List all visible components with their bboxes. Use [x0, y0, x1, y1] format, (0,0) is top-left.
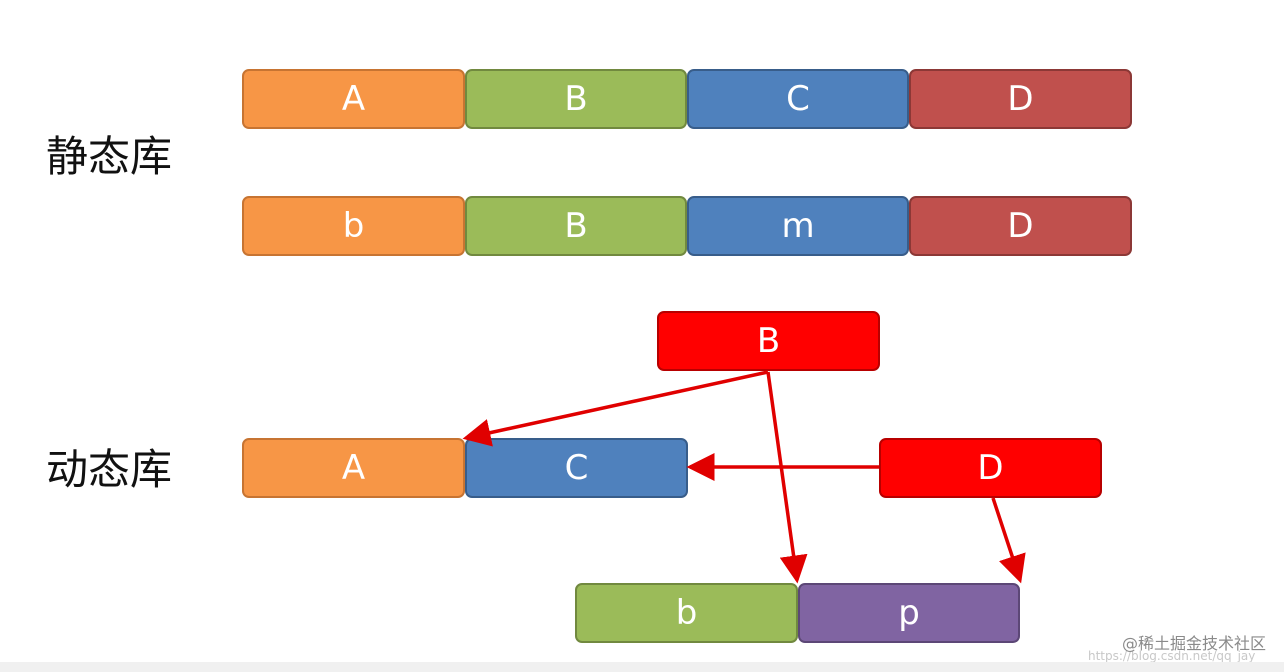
arrow-b-to-a	[462, 370, 769, 447]
dynamic-block-p: p	[798, 583, 1020, 643]
dynamic-block-a: A	[242, 438, 465, 498]
arrow-d-to-p-edge	[991, 497, 1026, 584]
static-row2-block-m: m	[687, 196, 909, 256]
dynamic-block-b-lower: b	[575, 583, 798, 643]
dynamic-library-label: 动态库	[46, 445, 173, 494]
static-library-label: 静态库	[46, 132, 173, 181]
watermark: @稀土掘金技术社区	[1121, 634, 1266, 653]
bottom-strip	[0, 662, 1284, 672]
static-row1-block-d: D	[909, 69, 1132, 129]
dynamic-block-d: D	[879, 438, 1102, 498]
arrow-b-to-p	[766, 371, 808, 584]
watermark-url: https://blog.csdn.net/qq_jay	[1088, 649, 1256, 663]
static-row1-block-c: C	[687, 69, 909, 129]
static-row1-block-b: B	[465, 69, 687, 129]
dynamic-block-c: C	[465, 438, 688, 498]
static-row2-block-d: D	[909, 196, 1132, 256]
static-row2-block-b: b	[242, 196, 465, 256]
static-row1-block-a: A	[242, 69, 465, 129]
dynamic-block-b: B	[657, 311, 880, 371]
static-row2-block-b-upper: B	[465, 196, 687, 256]
